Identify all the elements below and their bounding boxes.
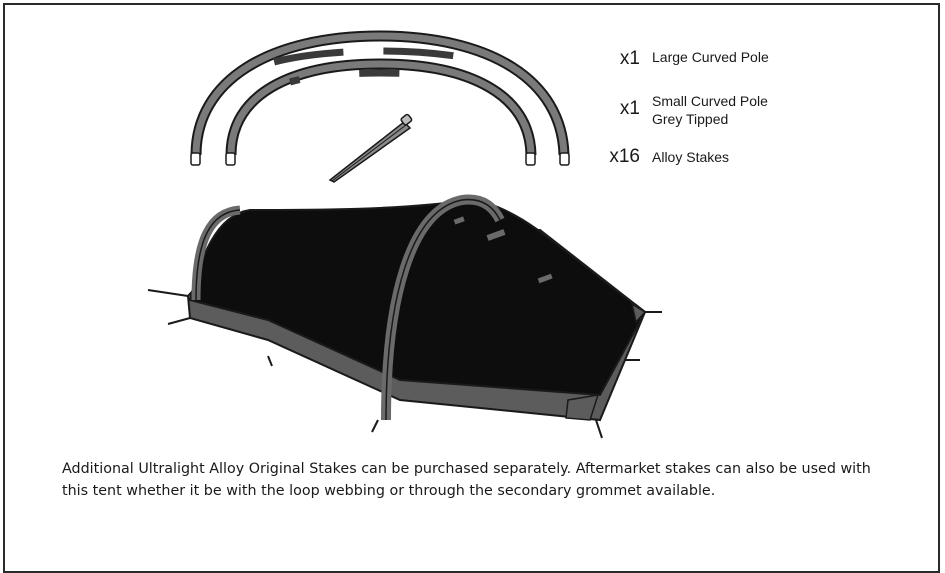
legend-item-stakes: x16 Alloy Stakes <box>588 146 729 168</box>
legend-item-large-pole: x1 Large Curved Pole <box>588 48 769 70</box>
footnote-text: Additional Ultralight Alloy Original Sta… <box>62 461 871 499</box>
tent-illustration <box>147 194 662 439</box>
legend-item-small-pole: x1 Small Curved Pole Grey Tipped <box>588 92 768 128</box>
item-label: Alloy Stakes <box>652 149 730 165</box>
small-curved-pole-icon <box>225 58 537 166</box>
quantity-label: x1 <box>619 98 640 119</box>
quantity-label: x1 <box>619 48 640 69</box>
large-curved-pole-icon <box>190 30 570 166</box>
alloy-stake-icon <box>328 113 413 183</box>
item-label: Small Curved Pole <box>652 93 768 109</box>
item-label: Large Curved Pole <box>652 49 769 65</box>
quantity-label: x16 <box>609 146 640 167</box>
item-sublabel: Grey Tipped <box>652 111 729 127</box>
